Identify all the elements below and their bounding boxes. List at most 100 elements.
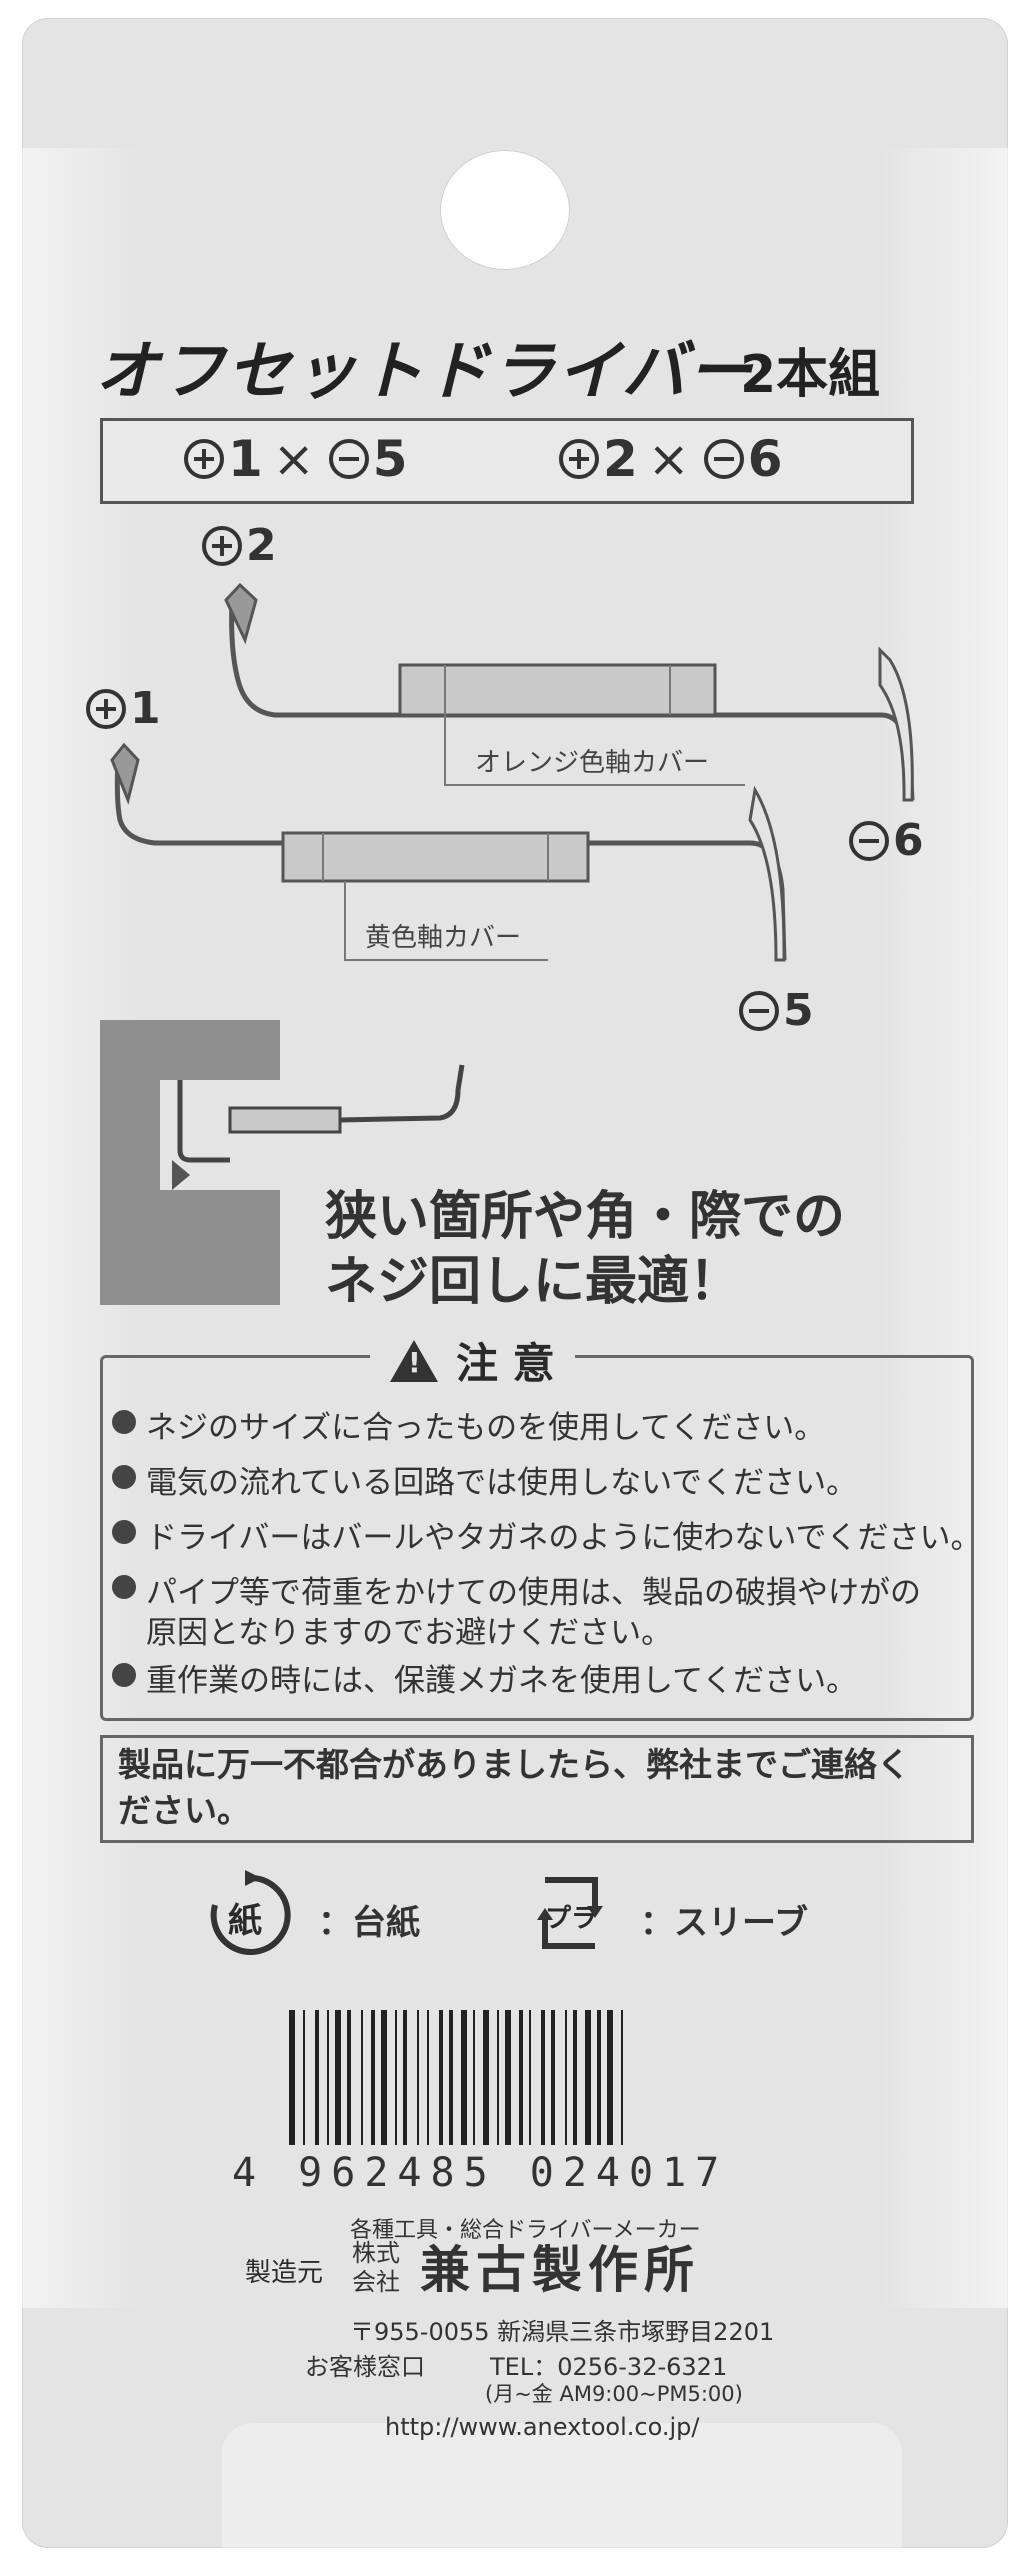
slotted-icon: [739, 990, 779, 1031]
product-set-count: 2本組: [740, 345, 881, 405]
barcode-bar: [327, 2010, 329, 2145]
barcode-bar: [371, 2010, 375, 2145]
barcode-bar: [519, 2010, 523, 2145]
barcode-number: 4 962485 024017: [232, 2150, 729, 2196]
barcode-bar: [497, 2010, 499, 2145]
spec-times: ×: [647, 430, 690, 488]
warning-icon: [390, 1339, 438, 1382]
bullet-icon: [112, 1465, 136, 1489]
barcode-bar: [361, 2010, 363, 2145]
slotted-icon: [703, 439, 744, 479]
bullet-icon: [112, 1575, 136, 1599]
bullet-icon: [112, 1410, 136, 1434]
bullet-icon: [112, 1663, 136, 1687]
barcode-bar: [621, 2010, 623, 2145]
barcode-bar: [439, 2010, 443, 2145]
barcode-bar: [573, 2010, 577, 2145]
size-label: 5: [783, 985, 814, 1036]
caution-item: パイプ等で荷重をかけての使用は、製品の破損やけがの: [112, 1567, 921, 1612]
sleeve-bottom-tab: [222, 2423, 902, 2548]
top-driver-slotted-label: 6: [845, 815, 924, 866]
caution-text: ドライバーはバールやタガネのように使わないでください。: [146, 1520, 982, 1556]
yellow-cover-label: 黄色軸カバー: [365, 923, 522, 953]
bottom-driver-phillips-label: 1: [82, 683, 161, 734]
caution-text: 原因となりますのでお避けください。: [146, 1615, 673, 1651]
barcode-bar: [597, 2010, 601, 2145]
barcode-bar: [449, 2010, 453, 2145]
barcode-bar: [381, 2010, 387, 2145]
maker-address: 〒955-0055 新潟県三条市塚野目2201: [350, 2318, 775, 2346]
barcode-bar: [427, 2010, 429, 2145]
caution-text: 電気の流れている回路では使用しないでください。: [146, 1465, 858, 1501]
sleeve-right-edge: [878, 148, 1008, 2308]
phillips-icon: [86, 688, 126, 729]
caution-item: ネジのサイズに合ったものを使用してください。: [112, 1402, 825, 1447]
slotted-icon: [849, 820, 889, 861]
barcode-bar: [395, 2010, 397, 2145]
spec-box: [100, 418, 914, 504]
spec-plus-size: 1: [228, 430, 263, 488]
contact-hours: (月~金 AM9:00~PM5:00): [485, 2382, 743, 2406]
paper-label: ：台紙: [318, 1903, 420, 1943]
product-title: オフセットドライバー: [95, 335, 754, 409]
slotted-icon: [328, 439, 369, 479]
barcode-bar: [461, 2010, 467, 2145]
headline-line-2: ネジ回しに最適！: [325, 1252, 742, 1312]
defect-notice: 製品に万一不都合がありましたら、弊社までご連絡ください。: [118, 1745, 910, 1831]
barcode-bar: [483, 2010, 489, 2145]
barcode-bar: [335, 2010, 341, 2145]
caution-title-text: 注 意: [456, 1339, 555, 1388]
size-label: 6: [893, 815, 924, 866]
contact-label: お客様窓口: [305, 2353, 425, 2381]
spec-minus-size: 5: [372, 430, 408, 488]
phillips-icon: [559, 439, 599, 479]
maker-url[interactable]: http://www.anextool.co.jp/: [385, 2413, 700, 2441]
top-driver-phillips-label: 2: [198, 520, 277, 571]
maker-tagline: 各種工具・総合ドライバーメーカー: [350, 2218, 701, 2243]
size-label: 1: [130, 683, 161, 734]
caution-text: 重作業の時には、保護メガネを使用してください。: [146, 1663, 858, 1699]
plastic-recycle-icon: [537, 1877, 603, 1949]
caution-item-continued: 原因となりますのでお避けください。: [146, 1607, 672, 1652]
barcode-bar: [505, 2010, 511, 2145]
paper-recycle-icon: [210, 1870, 291, 1955]
barcode-bar: [529, 2010, 531, 2145]
caution-item: 重作業の時には、保護メガネを使用してください。: [112, 1655, 857, 1700]
headline-line-1: 狭い箇所や角・際での: [325, 1187, 846, 1247]
corp-line-2: 会社: [352, 2268, 400, 2296]
barcode-bar: [289, 2010, 295, 2145]
caution-text: パイプ等で荷重をかけての使用は、製品の破損やけがの: [146, 1575, 921, 1611]
barcode-bar: [403, 2010, 407, 2145]
notice-box: [100, 1735, 974, 1843]
phillips-icon: [184, 439, 224, 479]
barcode-bar: [347, 2010, 351, 2145]
barcode-bar: [315, 2010, 319, 2145]
caution-heading: 注 意: [370, 1330, 575, 1391]
barcode-bar: [473, 2010, 475, 2145]
spec-times: ×: [272, 430, 315, 488]
hang-hole: [440, 150, 570, 270]
maker-name: 兼古製作所: [420, 2241, 700, 2299]
spec-minus-size: 6: [747, 430, 783, 488]
barcode-bar: [607, 2010, 613, 2145]
barcode-bar: [551, 2010, 555, 2145]
plastic-label: ：スリーブ: [640, 1903, 808, 1943]
barcode: [289, 2010, 623, 2145]
plastic-symbol: プラ: [545, 1904, 598, 1934]
caution-text: ネジのサイズに合ったものを使用してください。: [146, 1410, 826, 1446]
maker-role: 製造元: [245, 2258, 324, 2288]
barcode-bar: [417, 2010, 419, 2145]
corp-line-1: 株式: [352, 2239, 400, 2267]
barcode-bar: [585, 2010, 591, 2145]
spec-item-1: 1 × 5: [180, 430, 408, 488]
bullet-icon: [112, 1520, 136, 1544]
size-label: 2: [246, 520, 277, 571]
phillips-icon: [202, 525, 242, 566]
barcode-bar: [303, 2010, 305, 2145]
barcode-bar: [541, 2010, 545, 2145]
orange-cover-label: オレンジ色軸カバー: [475, 748, 710, 778]
caution-item: 電気の流れている回路では使用しないでください。: [112, 1457, 857, 1502]
bottom-driver-slotted-label: 5: [735, 985, 814, 1036]
paper-symbol: 紙: [228, 1901, 262, 1941]
driver-illustration: [100, 582, 915, 1305]
